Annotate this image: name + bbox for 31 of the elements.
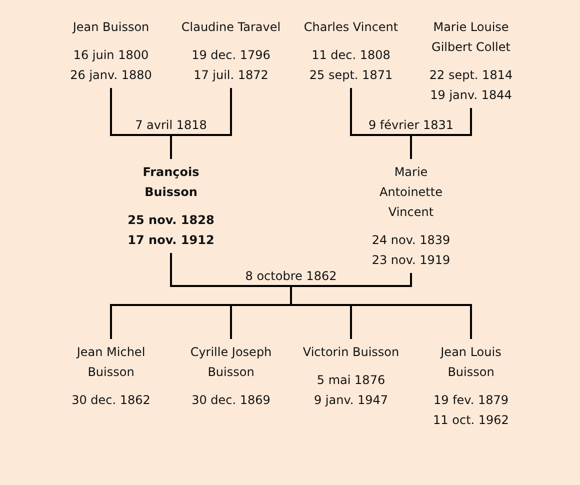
date-text: 11 dec. 1808 [310, 47, 392, 64]
person-name: Marie Antoinette Vincent [378, 164, 444, 221]
date-text: 25 nov. 1828 [126, 212, 216, 229]
person-name: Jean Michel Buisson [75, 344, 146, 381]
person-name: François Buisson [142, 164, 200, 201]
date-text: 26 janv. 1880 [69, 67, 153, 84]
date-text: 22 sept. 1814 [428, 67, 514, 84]
person-name: Charles Vincent [302, 19, 400, 36]
date-text: 30 dec. 1862 [70, 392, 152, 409]
person-name: Cyrille Joseph Buisson [189, 344, 273, 381]
family-line [170, 88, 232, 160]
person-name: Victorin Buisson [302, 344, 400, 361]
person-name: Marie Louise Gilbert Collet [430, 19, 512, 56]
date-text: 17 juil. 1872 [192, 67, 270, 84]
family-line [290, 273, 472, 339]
date-text: 25 sept. 1871 [308, 67, 394, 84]
family-line [410, 108, 472, 160]
date-text: 30 dec. 1869 [190, 392, 272, 409]
date-text: 16 juin 1800 [72, 47, 150, 64]
person-name: Jean Buisson [71, 19, 150, 36]
date-text: 9 janv. 1947 [312, 392, 390, 409]
person-name: Claudine Taravel [181, 19, 281, 36]
date-text: 11 oct. 1962 [432, 412, 510, 429]
date-text: 24 nov. 1839 [370, 232, 452, 249]
date-text: 23 nov. 1919 [370, 252, 452, 269]
date-text: 17 nov. 1912 [126, 232, 216, 249]
person-name: Jean Louis Buisson [439, 344, 502, 381]
date-text: 5 mai 1876 [316, 372, 386, 389]
date-text: 19 fev. 1879 [432, 392, 510, 409]
date-text: 19 janv. 1844 [429, 87, 513, 104]
date-text: 19 dec. 1796 [190, 47, 272, 64]
